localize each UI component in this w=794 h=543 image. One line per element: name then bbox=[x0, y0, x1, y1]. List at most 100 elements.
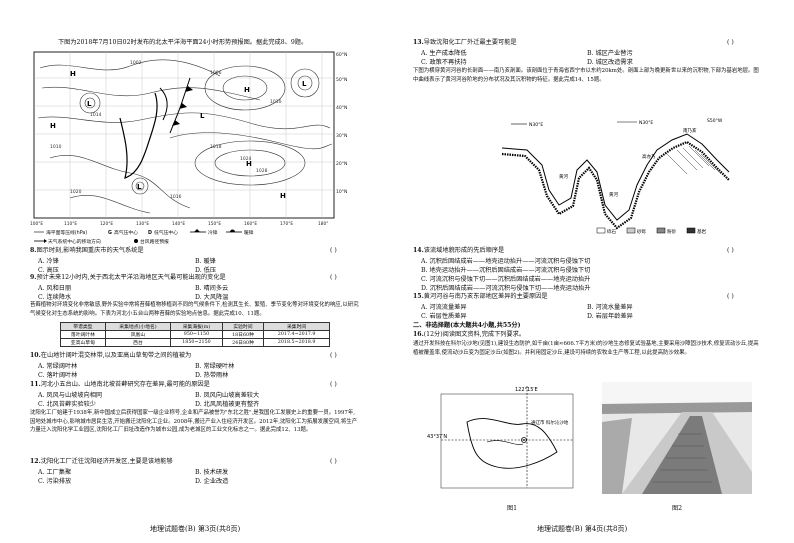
q15-option-c[interactable]: C. 岩层性质差异 bbox=[421, 313, 467, 320]
q13-option-b[interactable]: B. 城区产业替污 bbox=[587, 50, 633, 57]
q13-answer-blank[interactable]: ( ) bbox=[727, 39, 734, 46]
q11-option-b[interactable]: B. 凤风向山坡高差较大 bbox=[195, 392, 260, 399]
svg-text:冷锋: 冷锋 bbox=[208, 229, 218, 236]
q14-option-b[interactable]: B. 地壳运动抬升——沉积后固结成岩——河流沉积与侵蚀下切 bbox=[421, 267, 591, 274]
q12-option-c[interactable]: C. 污染排放 bbox=[38, 478, 72, 485]
svg-text:50°N: 50°N bbox=[336, 77, 347, 83]
q15-text: 黄河河谷与南乃亥东部地区差异的主要原因是 bbox=[423, 293, 548, 300]
figure1-caption: 图1 bbox=[507, 505, 518, 512]
q9-option-c[interactable]: C. 连续降水 bbox=[38, 294, 72, 301]
q15-option-d[interactable]: D. 岩层年龄差异 bbox=[587, 313, 633, 320]
section-two-heading: 二、非选择题(本大题共4小题,共55分) bbox=[413, 322, 521, 329]
svg-text:110°E: 110°E bbox=[64, 221, 77, 227]
q11-option-a[interactable]: A. 凤风与山坡坡向相同 bbox=[38, 392, 103, 399]
q14-text: 该流域地貌形成的先后顺序是 bbox=[423, 247, 505, 254]
q8-option-c[interactable]: C. 高压 bbox=[38, 267, 59, 274]
longitude-label: 122°15′E bbox=[515, 387, 538, 393]
q14-option-d[interactable]: D. 沉积后固结成岩——河流沉积与侵蚀下切——地壳运动抬升 bbox=[421, 285, 591, 292]
q8-option-d[interactable]: D. 低压 bbox=[195, 267, 217, 274]
svg-text:100°E: 100°E bbox=[30, 221, 43, 227]
svg-text:60°N: 60°N bbox=[336, 52, 347, 58]
q15-answer-blank[interactable]: ( ) bbox=[727, 293, 734, 300]
svg-text:台风路径预报: 台风路径预报 bbox=[140, 238, 169, 245]
svg-text:1002: 1002 bbox=[130, 60, 142, 66]
q16-text: (12分)阅读图文资料,完成下列要求。 bbox=[423, 331, 526, 338]
svg-text:砾石: 砾石 bbox=[607, 228, 616, 235]
svg-text:海平面等压线(hPa): 海平面等压线(hPa) bbox=[46, 229, 87, 236]
q16-number: 16. bbox=[413, 331, 424, 338]
svg-text:160°E: 160°E bbox=[244, 221, 257, 227]
q10-option-a[interactable]: A. 常绿阔叶林 bbox=[38, 363, 78, 370]
q11-option-d[interactable]: D. 北风凤植被更有整齐 bbox=[195, 401, 260, 408]
page-footer: 地理试题卷(B) 第4页(共8页) bbox=[537, 525, 628, 533]
q8-answer-blank[interactable]: ( ) bbox=[330, 247, 337, 254]
q13-option-d[interactable]: D. 城区改造需求 bbox=[587, 59, 633, 66]
high-label: H bbox=[246, 160, 252, 168]
high-label: H bbox=[50, 122, 56, 130]
q13-number: 13. bbox=[413, 39, 424, 46]
q11-option-c[interactable]: C. 北风苔藓实验较少 bbox=[38, 401, 96, 408]
svg-text:暖锋: 暖锋 bbox=[244, 229, 254, 236]
svg-text:粉砂: 粉砂 bbox=[667, 228, 676, 235]
q10-option-c[interactable]: C. 落叶阔叶林 bbox=[38, 372, 78, 379]
svg-text:40°N: 40°N bbox=[336, 105, 347, 111]
q9-option-b[interactable]: B. 晴间多云 bbox=[195, 285, 229, 292]
q13-text: 导致沈阳化工厂外迁最主要可能是 bbox=[423, 39, 517, 46]
river-label: 黄河 bbox=[609, 191, 618, 198]
weather-map: H H H H H L L L L 1002 1006 1010 1014 10… bbox=[30, 51, 347, 227]
q8-option-a[interactable]: A. 冷锋 bbox=[38, 258, 59, 265]
svg-text:1020: 1020 bbox=[70, 189, 82, 195]
q11-text: 河北小五台山、山地南北坡苔藓研究存在差异,最可能的原因是 bbox=[40, 381, 210, 388]
svg-text:低气压中心: 低气压中心 bbox=[154, 229, 178, 236]
q9-option-d[interactable]: D. 大风降温 bbox=[195, 294, 229, 301]
river-profile-figure: N30°E N30°E S50°W 黄河 黄河 高亦乃 南乃亥 砾石 砂砾 粉砂… bbox=[501, 118, 730, 235]
direction-label: S50°W bbox=[707, 118, 723, 124]
q9-number: 9. bbox=[30, 274, 37, 281]
q14-option-c[interactable]: C. 河流沉积与侵蚀下切——沉积后固结成岩——地壳运动抬升 bbox=[421, 276, 591, 283]
svg-text:D: D bbox=[148, 230, 152, 236]
q12-option-d[interactable]: D. 企业改造 bbox=[195, 478, 229, 485]
map-legend: 海平面等压线(hPa) G 高气压中心 D 低气压中心 冷锋 暖锋 天气系统中心… bbox=[34, 229, 254, 245]
q12-number: 12. bbox=[30, 458, 41, 465]
q10-option-b[interactable]: B. 常绿硬叶林 bbox=[195, 363, 235, 370]
q10-answer-blank[interactable]: ( ) bbox=[330, 352, 337, 359]
q15-option-b[interactable]: B. 河流水量差异 bbox=[587, 304, 633, 311]
q12-option-a[interactable]: A. 工厂集聚 bbox=[38, 469, 72, 476]
q9-answer-blank[interactable]: ( ) bbox=[330, 274, 337, 281]
svg-text:天气系统中心的移动方向: 天气系统中心的移动方向 bbox=[48, 238, 101, 245]
svg-text:1014: 1014 bbox=[90, 112, 102, 118]
q13-option-c[interactable]: C. 政策不再扶持 bbox=[421, 59, 467, 66]
low-label: L bbox=[87, 100, 92, 108]
q10-number: 10. bbox=[30, 352, 41, 359]
q16-intro: 通过开发科技在科尔沁沙地(见图1),建设生态防护,如千亩(1亩≈666.7平方米… bbox=[413, 341, 759, 356]
latitude-label: 43°37′N bbox=[427, 434, 447, 440]
q14-option-a[interactable]: A. 沉积后固结成岩——地壳运动抬升——河流沉积与侵蚀下切 bbox=[421, 258, 591, 265]
q12-answer-blank[interactable]: ( ) bbox=[330, 458, 337, 465]
low-label: L bbox=[200, 112, 205, 120]
q13-option-a[interactable]: A. 生产成本降低 bbox=[421, 50, 467, 57]
q10-option-d[interactable]: D. 热带雨林 bbox=[195, 372, 229, 379]
q11-answer-blank[interactable]: ( ) bbox=[330, 381, 337, 388]
q15-option-a[interactable]: A. 河流流量差异 bbox=[421, 304, 467, 311]
intro-8-9: 下图为2018年7月10日02时发布的北太平洋海平面24小时形势预报图。据此完成… bbox=[58, 39, 308, 46]
svg-text:180°: 180° bbox=[318, 221, 328, 227]
direction-label: N30°E bbox=[529, 122, 543, 128]
q8-text: 图示时刻,影响我国重庆市的天气系统是 bbox=[36, 247, 144, 254]
place-label: 高亦乃 bbox=[642, 153, 656, 160]
q8-option-b[interactable]: B. 暖锋 bbox=[195, 258, 216, 265]
place-label: 通辽市 科尔沁沙地 bbox=[531, 419, 569, 426]
q9-option-a[interactable]: A. 风和日丽 bbox=[38, 285, 72, 292]
svg-text:150°E: 150°E bbox=[208, 221, 221, 227]
q12-text: 沈阳化工厂迁往沈阳经济开发区,主要是该地能够 bbox=[40, 458, 173, 465]
q11-number: 11. bbox=[30, 381, 41, 388]
svg-text:30°N: 30°N bbox=[336, 133, 347, 139]
q14-answer-blank[interactable]: ( ) bbox=[727, 247, 734, 254]
q10-text: 在山地针阔叶混交林带,以及亚高山草甸带之间的植被为 bbox=[40, 352, 192, 359]
right-page: 13.导致沈阳化工厂外迁最主要可能是 ( ) A. 生产成本降低 B. 城区产业… bbox=[397, 0, 794, 543]
svg-text:10°N: 10°N bbox=[336, 189, 347, 195]
intro-12-13: 沈阳化工厂始建于1938年,新中国成立后获得国家一级企业称号,企业和产品被誉为"… bbox=[30, 410, 358, 434]
svg-text:砂砾: 砂砾 bbox=[637, 228, 646, 235]
q12-option-b[interactable]: B. 技术研发 bbox=[195, 469, 229, 476]
